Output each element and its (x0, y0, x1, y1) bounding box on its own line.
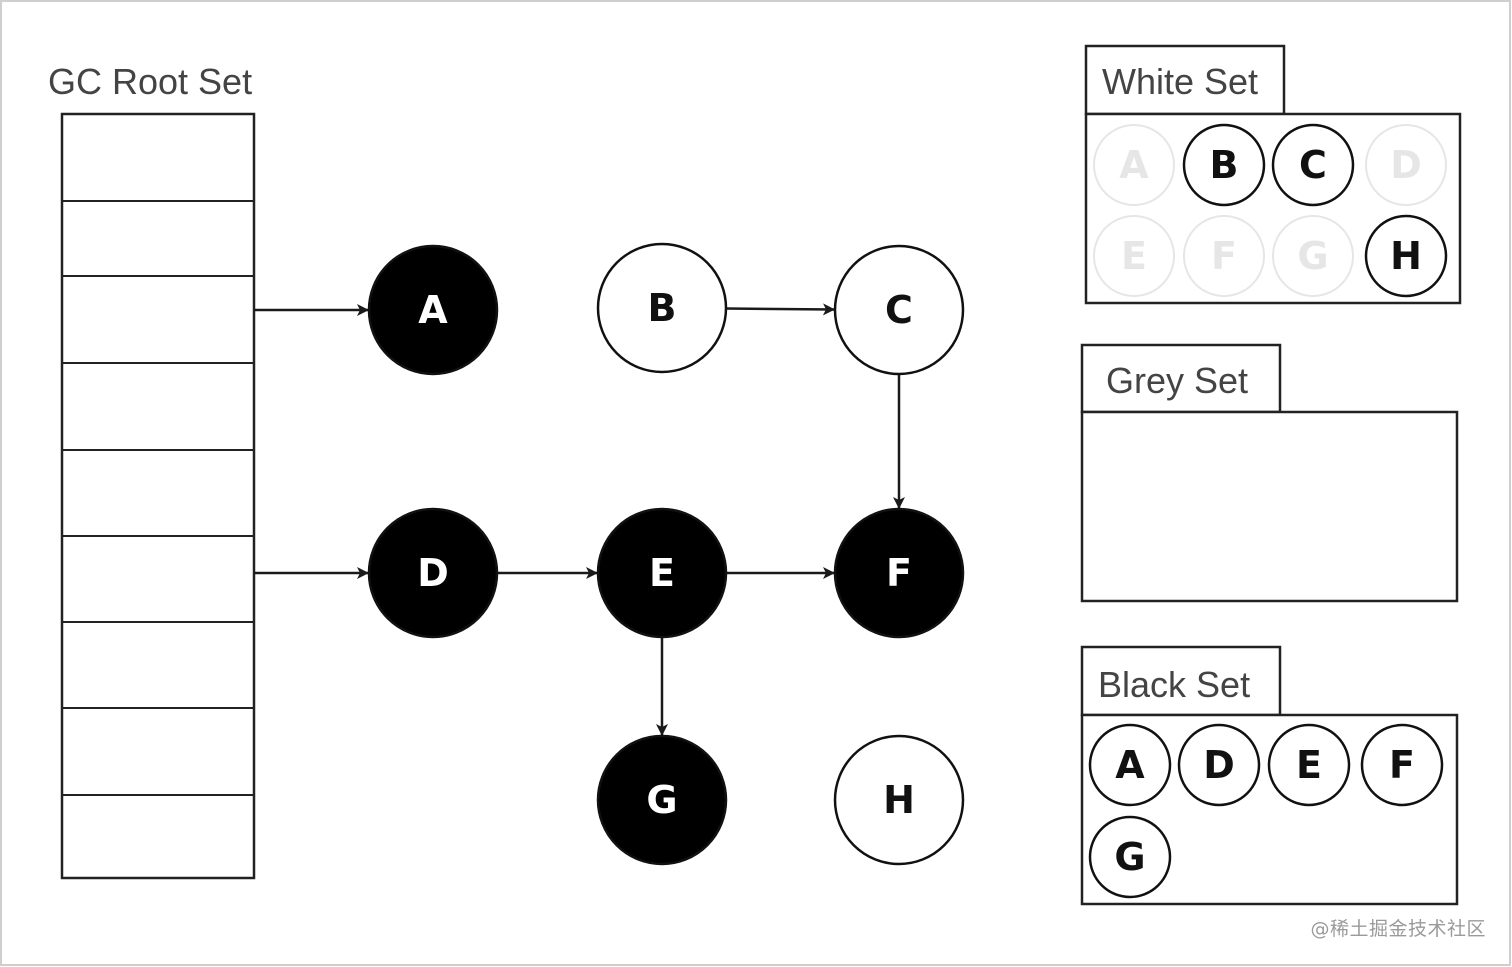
node-B-label: B (648, 286, 677, 330)
white-set-member-G-circle (1272, 215, 1354, 297)
white-set-member-B: B (1182, 123, 1266, 207)
white-set-member-D-label: D (1390, 143, 1422, 187)
white-set-members: A B C D E F G H (1093, 123, 1448, 298)
root-set-stack (60, 112, 256, 880)
white-set-member-F-label: F (1211, 234, 1237, 278)
white-set-member-E: E (1093, 215, 1175, 297)
node-E-circle (596, 507, 728, 639)
node-A-circle (367, 244, 499, 376)
node-H: H (833, 734, 965, 866)
node-B-circle (596, 242, 728, 374)
black-set-member-A: A (1088, 723, 1172, 807)
white-set-member-D-circle (1365, 124, 1447, 206)
grey-set: Grey Set (1080, 343, 1459, 603)
black-set-member-F-circle (1360, 723, 1444, 807)
white-set-member-H: H (1364, 214, 1448, 298)
white-set-member-A-circle (1093, 124, 1175, 206)
white-set-member-G-label: G (1297, 234, 1328, 278)
black-set-member-A-label: A (1115, 743, 1145, 787)
grey-set-box (1080, 410, 1459, 603)
white-set-title: White Set (1102, 61, 1258, 102)
black-set-member-D-circle (1177, 723, 1261, 807)
black-set-member-E-circle (1267, 723, 1351, 807)
black-set-member-D: D (1177, 723, 1261, 807)
white-set-member-F: F (1183, 215, 1265, 297)
node-G-circle (596, 734, 728, 866)
white-set-member-F-circle (1183, 215, 1265, 297)
white-set-member-H-label: H (1390, 234, 1422, 278)
node-D-label: D (417, 551, 449, 595)
white-set: White Set A B C D E F G H (1084, 44, 1462, 305)
white-set-member-E-label: E (1121, 234, 1147, 278)
node-H-label: H (883, 778, 915, 822)
white-set-member-C-label: C (1299, 143, 1327, 187)
node-B: B (596, 242, 728, 374)
node-D: D (367, 507, 499, 639)
black-set-title: Black Set (1098, 664, 1250, 705)
node-A-label: A (418, 288, 448, 332)
edge-B-to-C (725, 303, 836, 316)
node-E: E (596, 507, 728, 639)
black-set-member-G-label: G (1114, 835, 1145, 879)
root-set-frame (60, 112, 256, 880)
node-D-circle (367, 507, 499, 639)
node-C: C (833, 244, 965, 376)
reference-edges (254, 303, 905, 736)
node-C-label: C (885, 288, 913, 332)
black-set-member-F-label: F (1389, 743, 1415, 787)
root-set-title: GC Root Set (48, 61, 252, 102)
node-G-label: G (646, 778, 677, 822)
white-set-member-E-circle (1093, 215, 1175, 297)
black-set: Black Set A D E F G (1080, 645, 1459, 906)
black-set-member-F: F (1360, 723, 1444, 807)
grey-set-title: Grey Set (1106, 360, 1248, 401)
white-set-member-B-label: B (1210, 143, 1239, 187)
black-set-member-D-label: D (1203, 743, 1235, 787)
node-F-label: F (886, 551, 912, 595)
black-set-member-G: G (1088, 815, 1172, 899)
white-set-member-B-circle (1182, 123, 1266, 207)
node-A: A (367, 244, 499, 376)
node-H-circle (833, 734, 965, 866)
white-set-member-C-circle (1271, 123, 1355, 207)
node-E-label: E (649, 551, 675, 595)
black-set-member-E: E (1267, 723, 1351, 807)
black-set-member-G-circle (1088, 815, 1172, 899)
watermark: @稀土掘金技术社区 (1310, 918, 1486, 940)
gc-root-set: GC Root Set (48, 61, 256, 880)
white-set-member-C: C (1271, 123, 1355, 207)
node-F-circle (833, 507, 965, 639)
node-F: F (833, 507, 965, 639)
white-set-member-H-circle (1364, 214, 1448, 298)
white-set-member-D: D (1365, 124, 1447, 206)
white-set-member-A: A (1093, 124, 1175, 206)
black-set-member-A-circle (1088, 723, 1172, 807)
white-set-member-A-label: A (1119, 143, 1149, 187)
grey-set-tab (1080, 343, 1282, 414)
black-set-members: A D E F G (1088, 723, 1444, 899)
white-set-member-G: G (1272, 215, 1354, 297)
object-graph: A B C D E F G H (367, 242, 965, 866)
node-G: G (596, 734, 728, 866)
black-set-member-E-label: E (1296, 743, 1322, 787)
white-set-tab (1084, 44, 1286, 116)
node-C-circle (833, 244, 965, 376)
